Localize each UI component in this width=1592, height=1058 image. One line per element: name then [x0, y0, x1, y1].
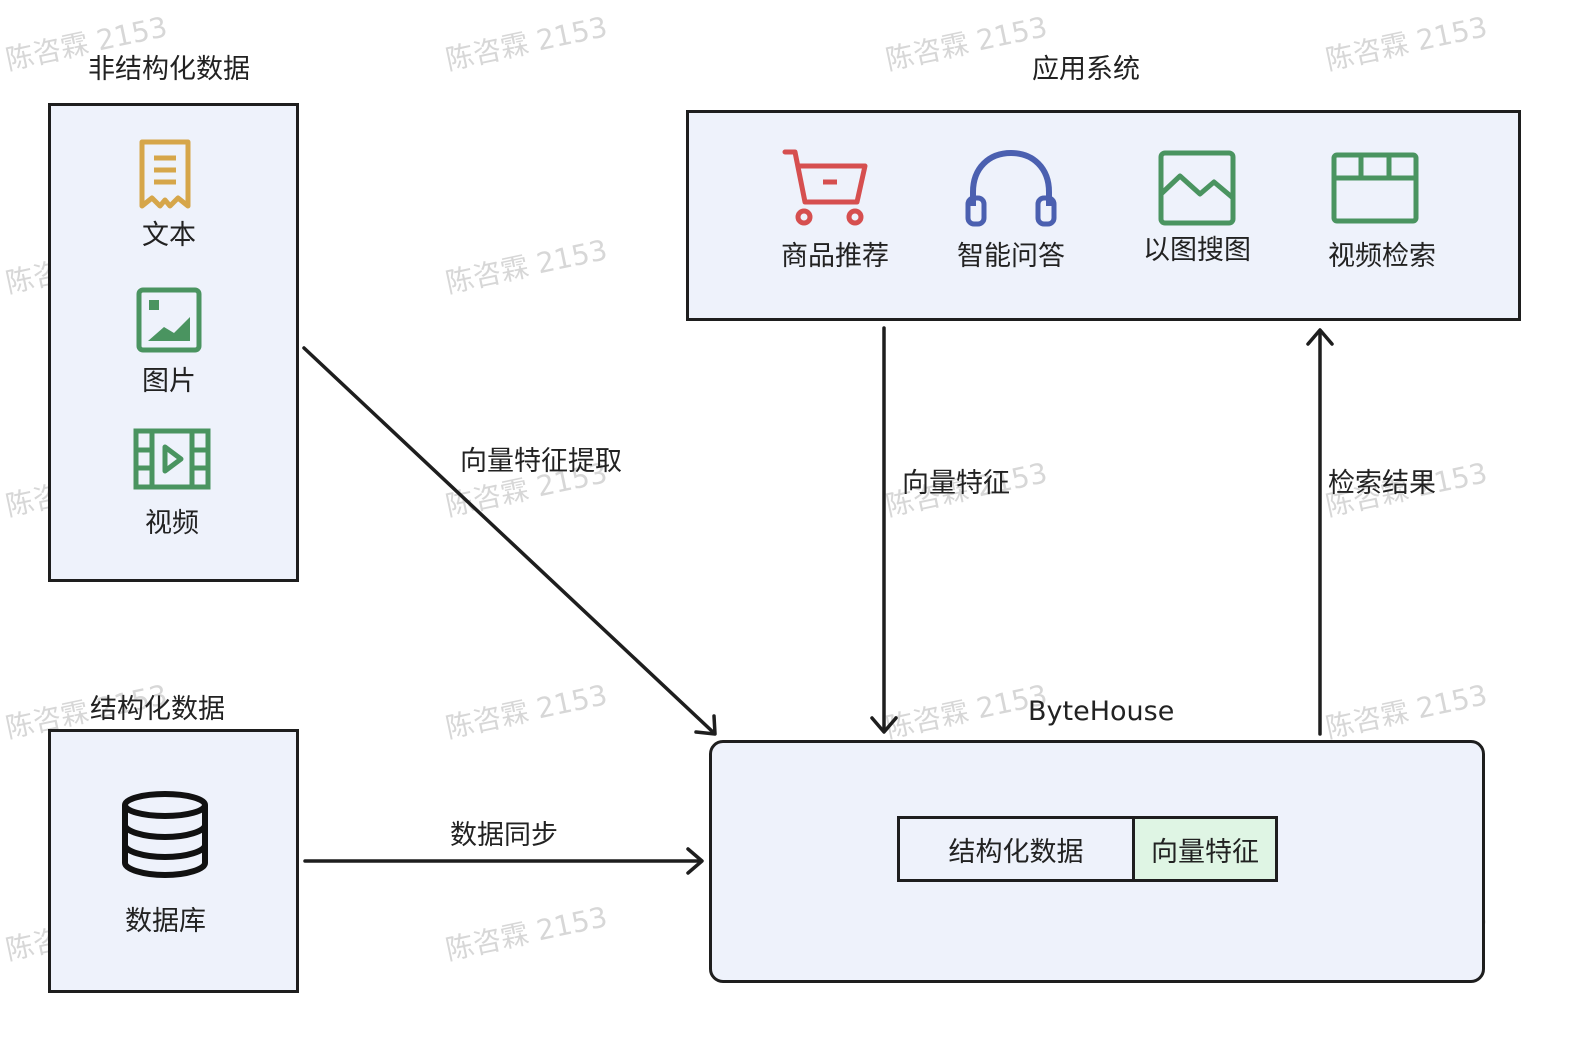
features-edge-label: 向量特征	[902, 468, 1010, 499]
extract-arrow-line	[302, 346, 716, 735]
shopping-cart-icon	[782, 149, 868, 226]
features-arrowhead	[870, 716, 898, 734]
app-label-video-search: 视频检索	[1328, 241, 1436, 272]
bytehouse-title: ByteHouse	[1028, 696, 1175, 727]
apps-box	[686, 110, 1521, 321]
database-label: 数据库	[125, 906, 206, 937]
unstructured-title: 非结构化数据	[88, 54, 250, 85]
results-edge-label: 检索结果	[1328, 468, 1436, 499]
sync-edge-label: 数据同步	[450, 820, 558, 851]
database-icon	[122, 791, 208, 879]
image-icon	[136, 287, 202, 353]
app-label-qa: 智能问答	[957, 241, 1065, 272]
image-search-icon	[1158, 150, 1236, 226]
app-label-recommend: 商品推荐	[781, 241, 889, 272]
results-arrowhead	[1306, 328, 1334, 346]
sync-arrowhead	[686, 847, 704, 875]
extract-arrowhead	[694, 714, 717, 736]
headphones-icon	[965, 149, 1057, 227]
structured-title: 结构化数据	[90, 694, 225, 725]
video-icon	[133, 428, 211, 490]
video-label: 视频	[145, 508, 199, 539]
document-icon	[139, 139, 191, 209]
extract-edge-label: 向量特征提取	[460, 446, 622, 477]
structured-box	[48, 729, 299, 993]
clapperboard-icon	[1331, 152, 1419, 224]
apps-title: 应用系统	[1032, 54, 1140, 85]
app-label-image-search: 以图搜图	[1143, 235, 1251, 266]
vector-feature-segment: 向量特征	[1132, 816, 1278, 882]
structured-data-segment: 结构化数据	[897, 816, 1135, 882]
image-label: 图片	[142, 366, 196, 397]
text-label: 文本	[142, 220, 196, 251]
